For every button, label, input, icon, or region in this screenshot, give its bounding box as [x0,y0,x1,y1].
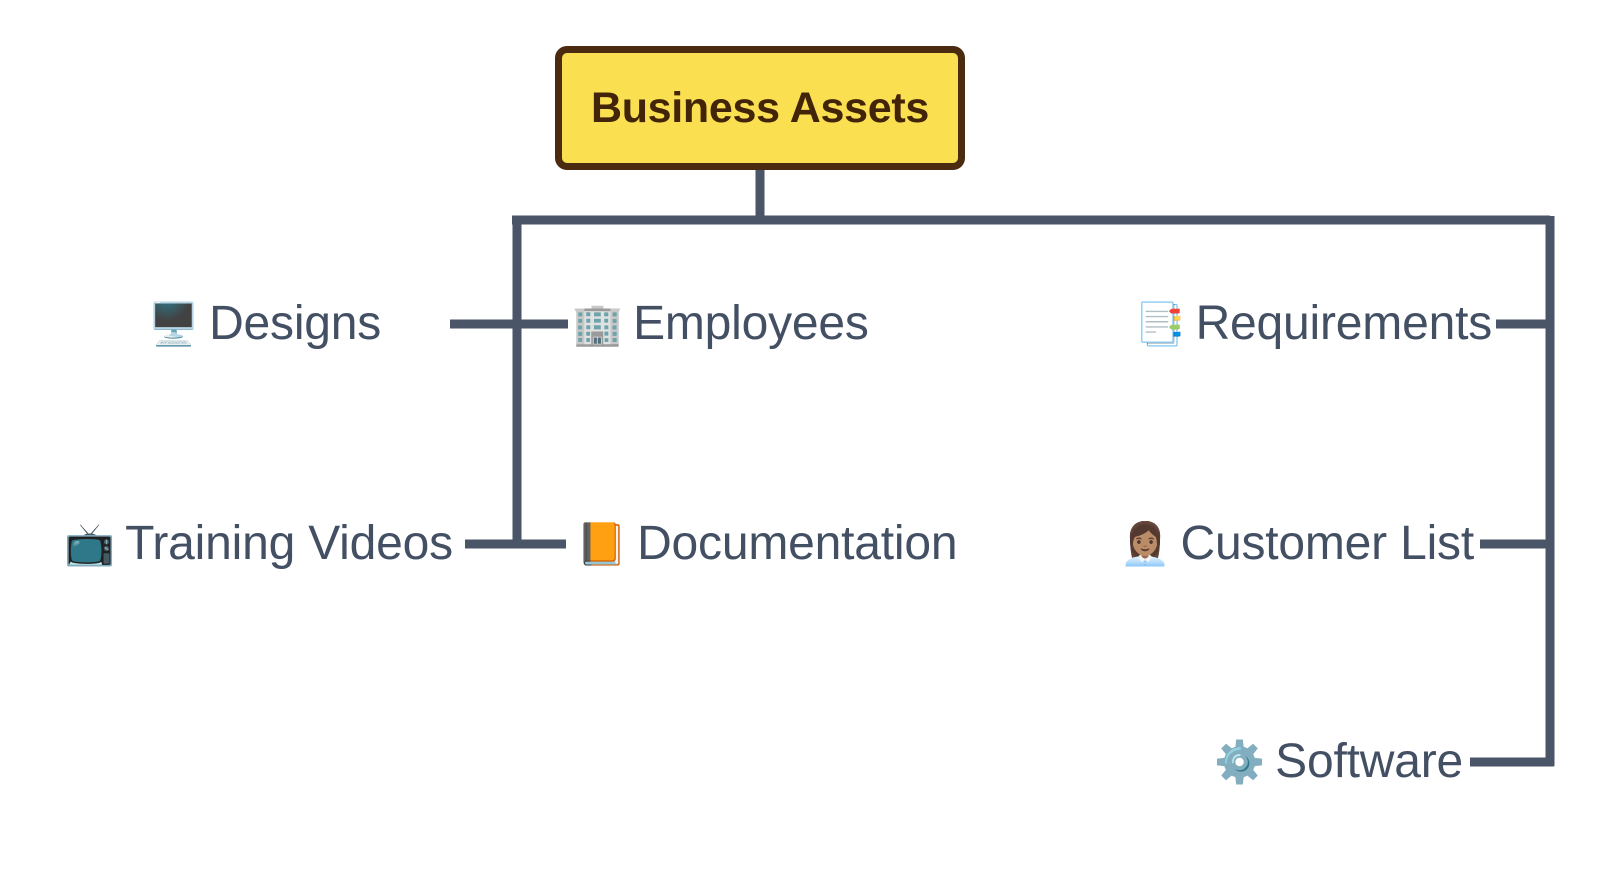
node-designs[interactable]: 🖥️ Designs [148,294,381,354]
office-building-icon: 🏢 [572,300,624,347]
node-requirements[interactable]: 📑 Requirements [1134,294,1493,354]
node-documentation[interactable]: 📙 Documentation [576,514,958,574]
pages-document-icon: 📑 [1134,300,1186,347]
node-training-videos[interactable]: 📺 Training Videos [64,514,453,574]
root-node-business-assets[interactable]: Business Assets [555,46,965,170]
node-requirements-label: Requirements [1195,297,1493,350]
root-node-label: Business Assets [590,83,930,132]
node-documentation-label: Documentation [637,517,958,570]
gear-icon: ⚙️ [1214,738,1266,785]
businesswoman-icon: 👩🏽‍💼 [1119,520,1171,567]
desktop-computer-icon: 🖥️ [148,300,200,347]
node-training-videos-label: Training Videos [125,517,453,570]
node-designs-label: Designs [209,297,382,350]
orange-book-icon: 📙 [576,520,628,567]
television-icon: 📺 [64,520,116,567]
node-employees[interactable]: 🏢 Employees [572,294,869,354]
node-employees-label: Employees [633,297,869,350]
node-software[interactable]: ⚙️ Software [1214,732,1463,792]
node-customer-list-label: Customer List [1180,517,1475,570]
node-customer-list[interactable]: 👩🏽‍💼 Customer List [1119,514,1474,574]
node-software-label: Software [1275,735,1463,788]
